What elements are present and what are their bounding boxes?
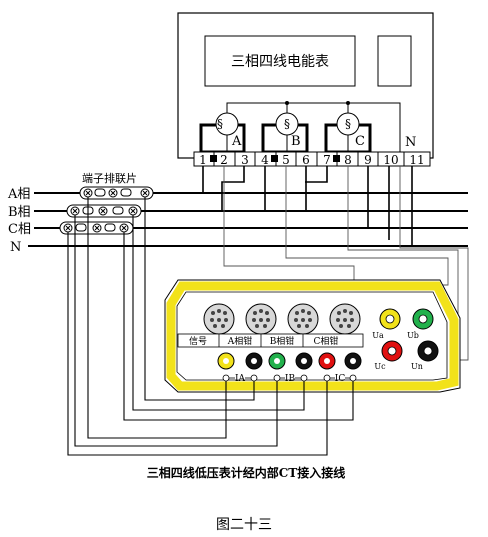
terminal-7: 7 [323,153,331,167]
meter-window [377,35,412,87]
current-test-leads [67,197,354,456]
terminal-8: 8 [344,153,352,167]
current-ports [217,352,362,370]
phase-label-c: C [355,134,365,149]
voltage-bus [226,102,401,158]
terminal-block: 1 2 3 4 5 6 7 8 9 10 11 [193,151,431,167]
meter-title: 三相四线电能表 [231,54,329,70]
phase-label-a: A [231,134,242,149]
terminal-6: 6 [302,153,310,167]
socket-label-signal: 信号 [189,335,207,347]
terminal-1: 1 [199,153,207,167]
port-label-ub: Ub [407,331,419,340]
supply-lines [28,192,468,247]
connector-label: 端子排联片 [82,171,137,185]
current-label-ib: IB [285,374,296,384]
phase-label-b: B [291,134,301,149]
diagram-caption: 三相四线低压表计经内部CT接入接线 [147,465,345,480]
clamp-sockets [203,303,361,335]
line-label-c: C相 [8,222,31,237]
socket-label-strip [177,333,364,348]
svg-text:§: § [345,117,351,131]
terminal-11: 11 [409,153,424,167]
port-label-uc: Uc [374,362,386,371]
socket-label-a-clamp: A相钳 [227,335,253,347]
terminal-3: 3 [241,153,249,167]
figure-caption: 图二十三 [216,517,272,533]
current-label-ic: IC [335,374,346,384]
terminal-10: 10 [383,153,398,167]
meter-current-wiring [202,166,413,246]
line-label-n: N [10,240,21,255]
voltage-ports [379,308,439,362]
terminal-9: 9 [364,153,372,167]
port-label-un: Un [411,362,423,371]
current-label-ia: IA [235,374,246,384]
meter-display [204,35,356,87]
socket-label-b-clamp: B相钳 [270,335,295,347]
line-label-a: A相 [7,187,30,202]
phase-label-n: N [405,135,416,150]
svg-text:§: § [217,117,223,131]
terminal-2: 2 [220,153,228,167]
socket-label-c-clamp: C相钳 [314,335,339,347]
terminal-links [59,186,154,235]
svg-text:§: § [284,117,290,131]
terminal-4: 4 [261,153,269,167]
line-label-b: B相 [8,205,31,220]
terminal-5: 5 [282,153,290,167]
port-label-ua: Ua [372,331,384,340]
